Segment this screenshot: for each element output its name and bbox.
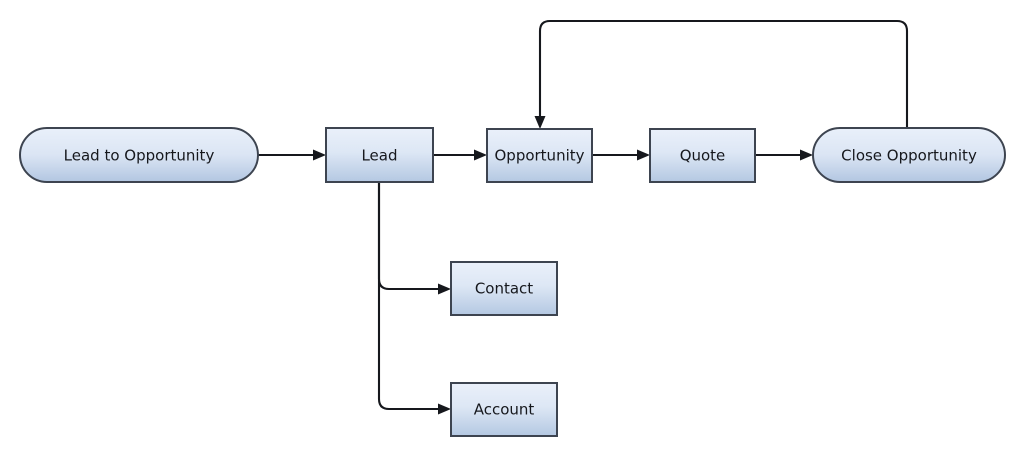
node-lead-to-opportunity[interactable]: Lead to Opportunity [19, 127, 259, 183]
node-account[interactable]: Account [450, 382, 558, 437]
edge-close-opportunity-loop [534, 19, 909, 130]
node-lead[interactable]: Lead [325, 127, 434, 183]
node-opportunity[interactable]: Opportunity [486, 128, 593, 183]
edge-quote-close [755, 149, 813, 161]
edge-lead-contact [377, 182, 451, 295]
node-quote[interactable]: Quote [649, 128, 756, 183]
edge-opportunity-quote [592, 149, 650, 161]
edge-lead-opportunity [433, 149, 487, 161]
node-close-opportunity[interactable]: Close Opportunity [812, 127, 1006, 183]
edge-start-lead [258, 149, 326, 161]
edge-lead-account [377, 182, 451, 415]
node-contact[interactable]: Contact [450, 261, 558, 316]
